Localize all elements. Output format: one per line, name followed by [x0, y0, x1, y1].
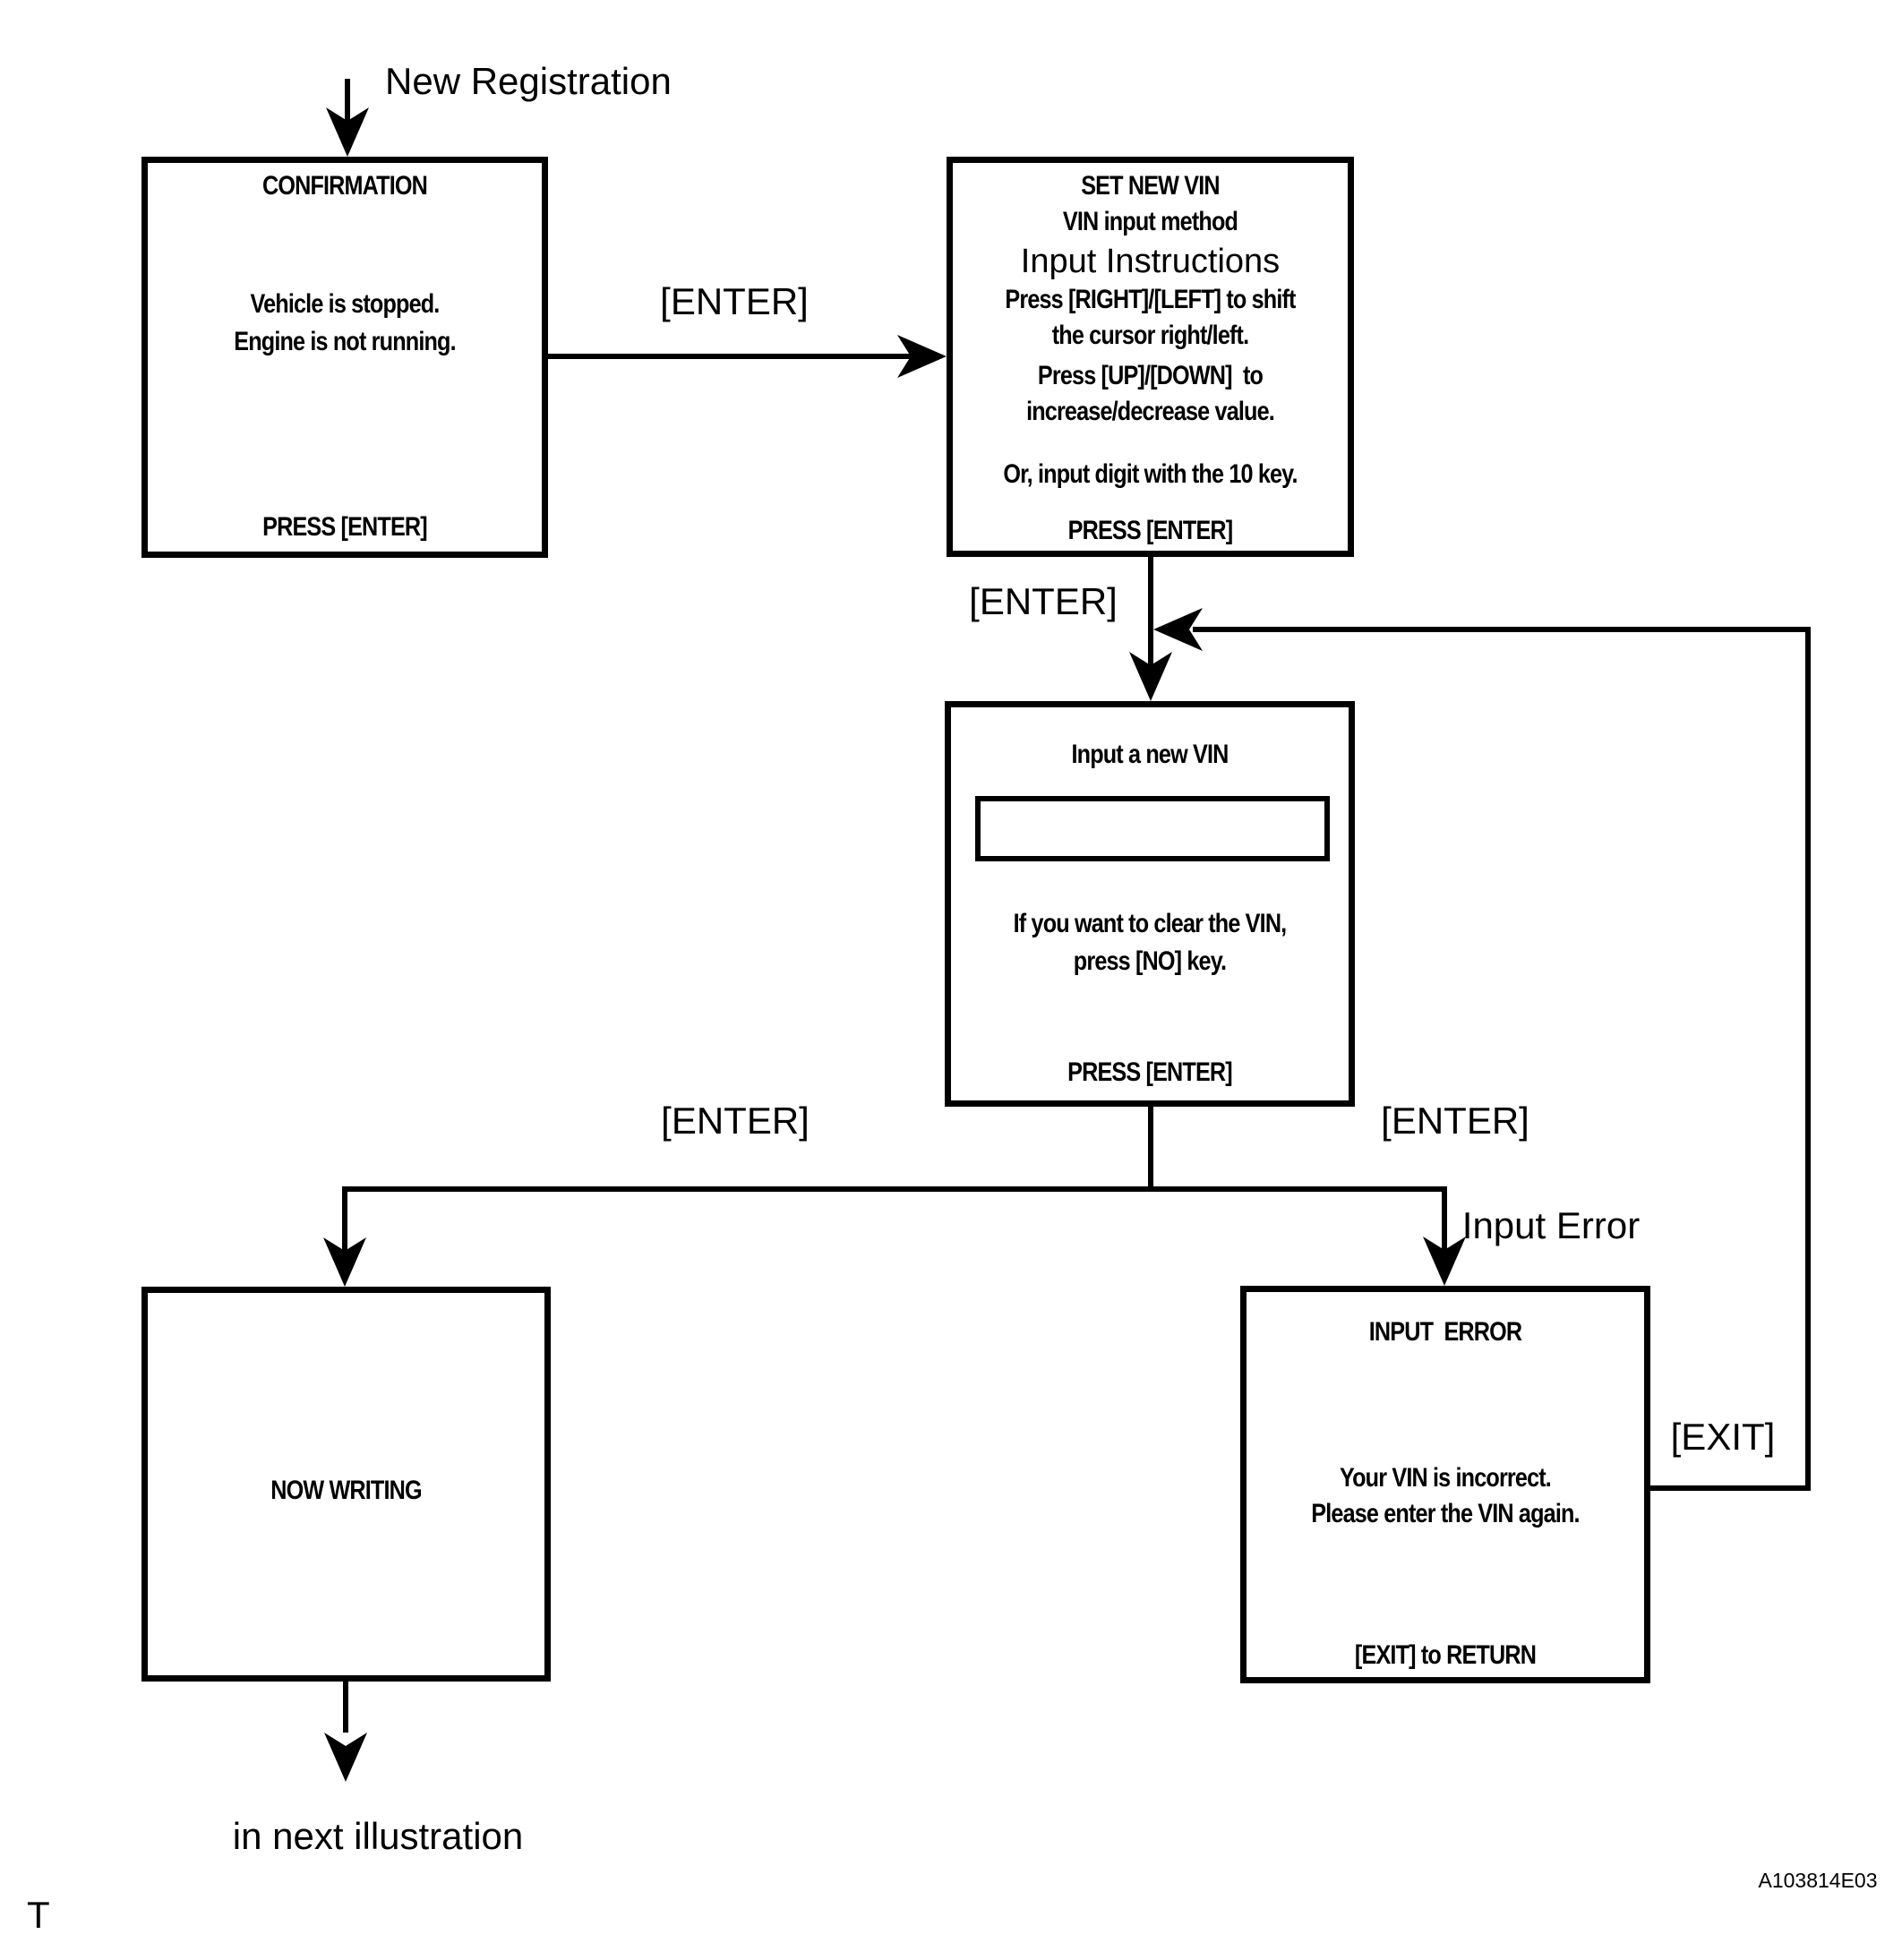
enter-label-2: [ENTER]	[969, 580, 1118, 622]
set-new-vin-box: SET NEW VIN VIN input method Input Instr…	[947, 157, 1354, 557]
confirmation-body-line: Engine is not running.	[234, 327, 456, 356]
input-new-vin-footer: PRESS [ENTER]	[1067, 1057, 1233, 1087]
now-writing-box: NOW WRITING	[141, 1287, 551, 1682]
instruction-line: Press [RIGHT]/[LEFT] to shift	[1005, 285, 1296, 314]
figure-id: A103814E03	[1758, 1869, 1878, 1892]
arrowhead-next-down	[324, 1733, 367, 1782]
instruction-line: Press [UP]/[DOWN] to	[1037, 361, 1264, 390]
input-error-box: INPUT ERROR Your VIN is incorrect. Pleas…	[1240, 1286, 1650, 1683]
instruction-line: increase/decrease value.	[1026, 397, 1275, 426]
instruction-line: the cursor right/left.	[1051, 321, 1249, 350]
input-new-vin-title: Input a new VIN	[1071, 740, 1229, 769]
input-error-label: Input Error	[1461, 1204, 1641, 1246]
page-marker: T	[27, 1894, 50, 1936]
clear-vin-hint-line: press [NO] key.	[1073, 946, 1227, 976]
confirmation-footer: PRESS [ENTER]	[262, 512, 428, 542]
input-error-title: INPUT ERROR	[1368, 1317, 1522, 1347]
input-error-body-line: Your VIN is incorrect.	[1340, 1463, 1552, 1493]
set-new-vin-footer: PRESS [ENTER]	[1067, 516, 1234, 545]
start-label: New Registration	[385, 60, 672, 102]
set-new-vin-title: SET NEW VIN	[1081, 171, 1220, 201]
instruction-line: Or, input digit with the 10 key.	[1003, 459, 1298, 489]
arrowhead-return-left	[1153, 608, 1203, 651]
arrowhead-enter1-right	[897, 335, 947, 378]
confirmation-title: CONFIRMATION	[261, 171, 428, 201]
input-instructions-heading: Input Instructions	[1020, 243, 1281, 280]
exit-label: [EXIT]	[1670, 1416, 1776, 1458]
clear-vin-hint-line: If you want to clear the VIN,	[1013, 909, 1288, 938]
arrowhead-branch-left-down	[323, 1237, 366, 1287]
vin-input-field	[975, 796, 1330, 861]
set-new-vin-subtitle: VIN input method	[1062, 207, 1238, 236]
input-error-body-line: Please enter the VIN again.	[1311, 1499, 1580, 1528]
arrowhead-start-down	[326, 107, 369, 157]
enter-label-branch-left: [ENTER]	[661, 1100, 810, 1142]
branch-rail-line	[342, 1186, 1447, 1254]
enter-label-branch-right: [ENTER]	[1381, 1100, 1529, 1142]
now-writing-title: NOW WRITING	[270, 1476, 422, 1505]
next-illustration-label: in next illustration	[232, 1815, 524, 1857]
confirmation-box: CONFIRMATION Vehicle is stopped. Engine …	[141, 157, 548, 558]
input-new-vin-box: Input a new VIN If you want to clear the…	[945, 701, 1355, 1107]
arrowhead-enter2-down	[1129, 652, 1172, 701]
arrowhead-branch-right-down	[1423, 1237, 1466, 1286]
enter-label-1: [ENTER]	[660, 280, 809, 322]
input-error-footer: [EXIT] to RETURN	[1354, 1640, 1537, 1670]
exit-return-line	[1193, 627, 1811, 1491]
confirmation-body-line: Vehicle is stopped.	[250, 289, 441, 319]
